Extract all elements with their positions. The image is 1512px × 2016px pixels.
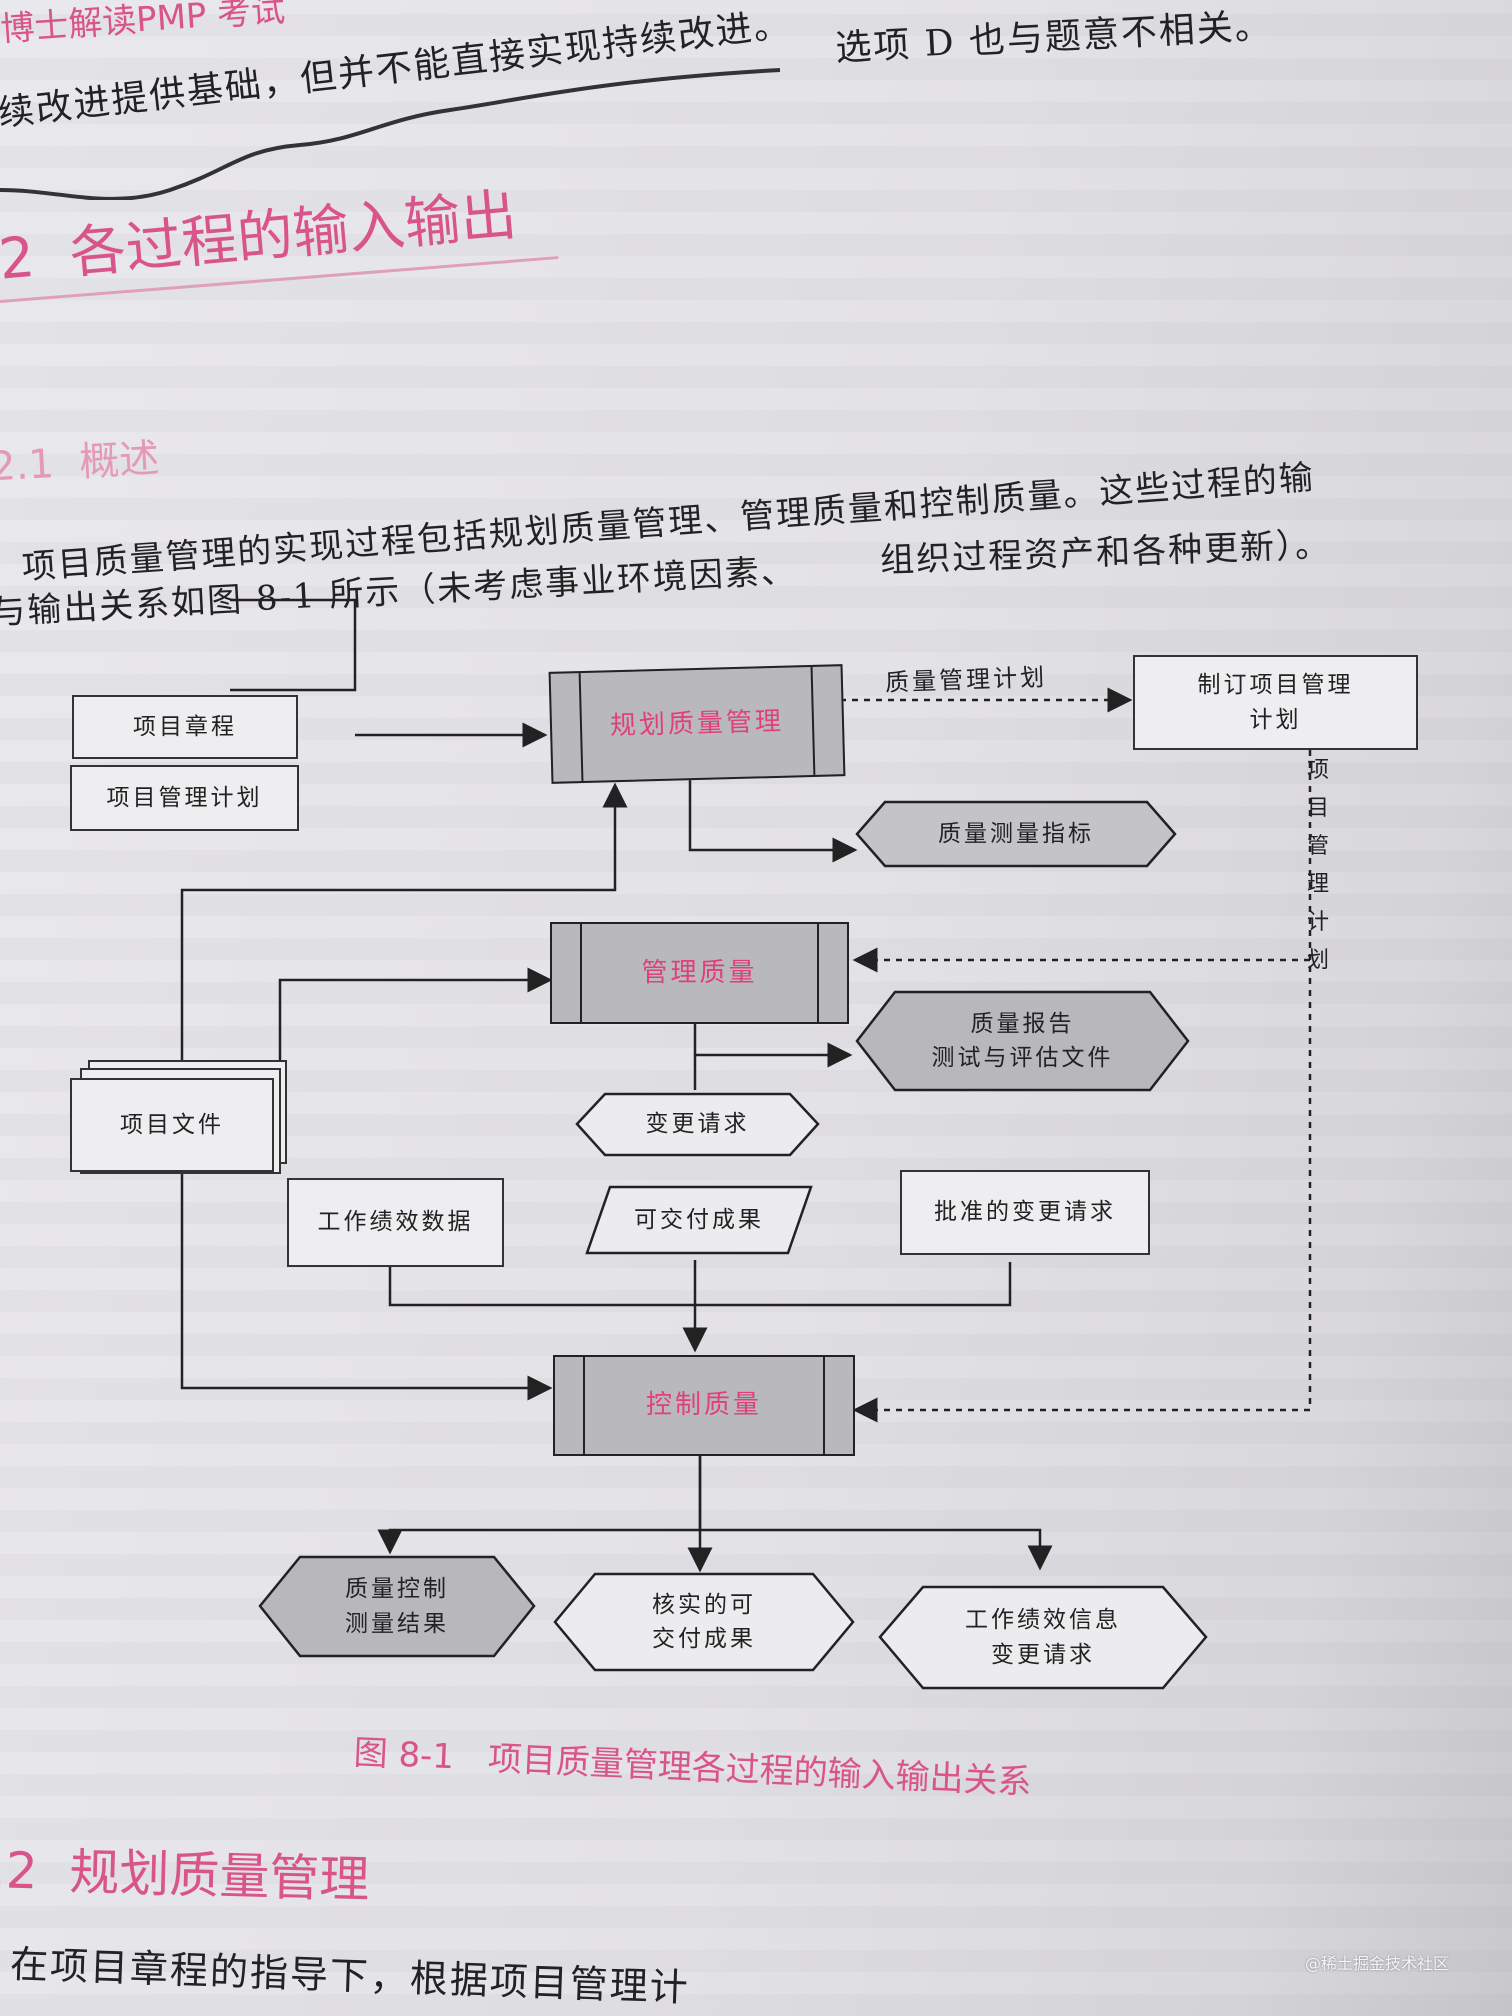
input-deliverables: 可交付成果 — [585, 1185, 813, 1255]
handwritten-underline — [0, 68, 781, 200]
output-qc-results: 质量控制测量结果 — [258, 1555, 536, 1658]
process-manage-quality: 管理质量 — [550, 922, 849, 1024]
hexagon-shape — [855, 800, 1177, 868]
hexagon-shape — [855, 990, 1190, 1092]
input-project-docs: 项目文件 — [70, 1078, 274, 1172]
input-pm-plan: 项目管理计划 — [70, 765, 299, 831]
input-project-charter: 项目章程 — [72, 695, 298, 759]
edge-label-pm-plan-vertical: 项目管理计划 — [1306, 758, 1329, 973]
hexagon-shape — [553, 1572, 855, 1672]
bracket-line — [230, 598, 357, 692]
output-wpi-change-requests: 工作绩效信息 变更请求 — [878, 1585, 1208, 1690]
next-section-heading: .2 规划质量管理 — [0, 1841, 371, 1909]
process-plan-quality: 规划质量管理 — [548, 664, 846, 784]
process-control-quality: 控制质量 — [553, 1355, 855, 1456]
hexagon-shape — [878, 1585, 1208, 1690]
develop-pm-plan: 制订项目管理计划 — [1133, 655, 1418, 750]
output-verified-deliverables: 核实的可交付成果 — [553, 1572, 855, 1672]
output-quality-metrics: 质量测量指标 — [855, 800, 1177, 868]
parallelogram-shape — [585, 1185, 813, 1255]
edge-label-qm-plan: 质量管理计划 — [884, 663, 1048, 697]
input-approved-change-requests: 批准的变更请求 — [900, 1170, 1150, 1255]
output-change-requests: 变更请求 — [575, 1092, 820, 1157]
hexagon-shape — [258, 1555, 536, 1658]
output-quality-reports: 质量报告 测试与评估文件 — [855, 990, 1190, 1092]
hexagon-shape — [575, 1092, 820, 1157]
watermark: @稀土掘金技术社区 — [1305, 1954, 1450, 1973]
input-work-performance-data: 工作绩效数据 — [287, 1178, 504, 1267]
